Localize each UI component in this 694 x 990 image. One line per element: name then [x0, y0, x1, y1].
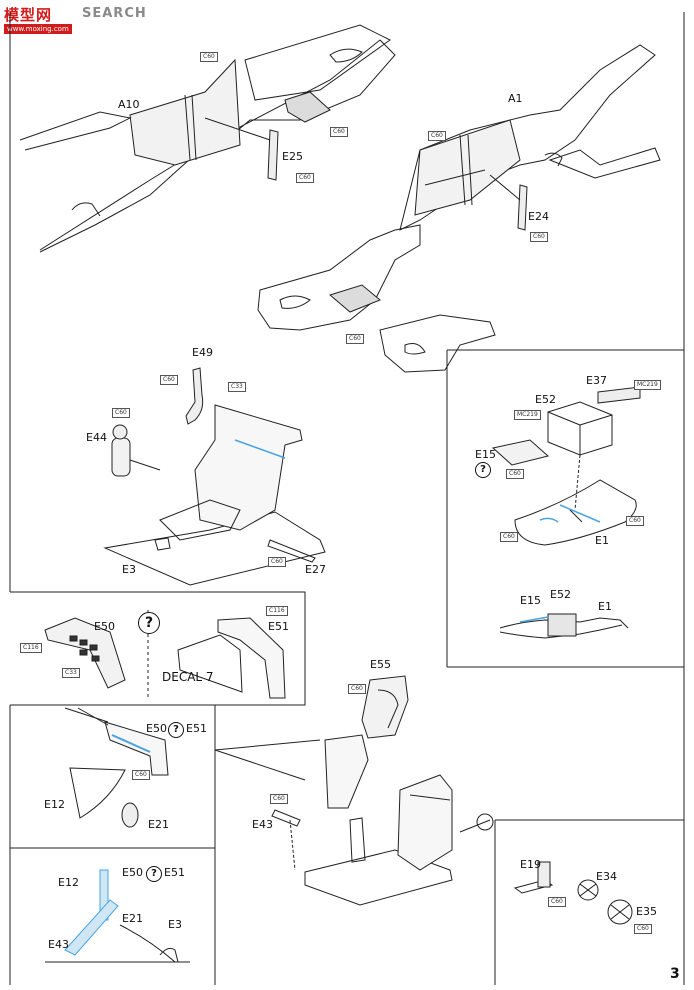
- color-tag: C60: [330, 127, 348, 137]
- label-e44: E44: [86, 431, 107, 444]
- label-e3: E3: [122, 563, 136, 576]
- color-tag: C60: [270, 794, 288, 804]
- page-frame: [9, 12, 685, 985]
- label-e52: E52: [535, 393, 556, 406]
- label-e1-side: E1: [598, 600, 612, 613]
- color-tag: MC219: [514, 410, 541, 420]
- label-e21: E21: [148, 818, 169, 831]
- watermark-logo: 模型网 SEARCH www.moxing.com: [4, 4, 164, 38]
- label-e12: E12: [44, 798, 65, 811]
- label-e51-b: E51: [186, 722, 207, 735]
- label-e50: E50: [94, 620, 115, 633]
- color-tag: C60: [506, 469, 524, 479]
- option-symbol-e50-e51-b: ?: [168, 722, 184, 738]
- option-symbol-e50-e51-c: ?: [146, 866, 162, 882]
- watermark-en: SEARCH: [82, 6, 147, 21]
- label-e55: E55: [370, 658, 391, 671]
- watermark-url: www.moxing.com: [4, 24, 72, 34]
- color-tag: C116: [20, 643, 42, 653]
- color-tag: C60: [634, 924, 652, 934]
- color-tag: C60: [296, 173, 314, 183]
- fuselage-right-a1: [257, 44, 661, 373]
- color-tag: C60: [530, 232, 548, 242]
- color-tag: C116: [266, 606, 288, 616]
- color-tag: C60: [160, 375, 178, 385]
- color-tag: C60: [346, 334, 364, 344]
- color-tag: MC219: [634, 380, 661, 390]
- label-a1: A1: [508, 92, 523, 105]
- group-e12-e21: [64, 707, 169, 828]
- label-e50-b: E50: [146, 722, 167, 735]
- seat-assembly-e55: [271, 675, 494, 906]
- color-tag: C60: [500, 532, 518, 542]
- color-tag: C60: [268, 557, 286, 567]
- inset-box-bottom-right: [494, 819, 684, 985]
- color-tag: C60: [428, 131, 446, 141]
- label-e12-c: E12: [58, 876, 79, 889]
- label-e52-side: E52: [550, 588, 571, 601]
- color-tag: C33: [62, 668, 80, 678]
- fuselage-left-a10: [19, 24, 396, 253]
- color-tag: C60: [112, 408, 130, 418]
- color-tag: C60: [200, 52, 218, 62]
- label-e43-c: E43: [48, 938, 69, 951]
- label-e25: E25: [282, 150, 303, 163]
- label-e1: E1: [595, 534, 609, 547]
- group-bottom-left: [45, 869, 190, 963]
- option-symbol-e50-e51: ?: [138, 612, 160, 634]
- label-e15: E15: [475, 448, 496, 461]
- label-e19: E19: [520, 858, 541, 871]
- color-tag: C33: [228, 382, 246, 392]
- label-e49: E49: [192, 346, 213, 359]
- label-a10: A10: [118, 98, 140, 111]
- label-e15-side: E15: [520, 594, 541, 607]
- label-e34: E34: [596, 870, 617, 883]
- label-e3-c: E3: [168, 918, 182, 931]
- seat-box-e52: [491, 386, 641, 546]
- inset-box-right: [446, 349, 684, 668]
- label-e43: E43: [252, 818, 273, 831]
- label-e27: E27: [305, 563, 326, 576]
- side-view-detail: [499, 613, 629, 639]
- color-tag: C60: [626, 516, 644, 526]
- watermark-cn: 模型网: [4, 6, 53, 24]
- label-e35: E35: [636, 905, 657, 918]
- label-e37: E37: [586, 374, 607, 387]
- label-decal-7: DECAL 7: [162, 670, 214, 684]
- cockpit-floor-e3: [103, 404, 326, 586]
- panel-e50: [44, 617, 126, 689]
- page-number: 3: [670, 966, 680, 982]
- option-symbol-e15: ?: [475, 462, 491, 478]
- color-tag: C60: [132, 770, 150, 780]
- panel-e51: [177, 617, 286, 699]
- color-tag: C60: [548, 897, 566, 907]
- label-e51: E51: [268, 620, 289, 633]
- color-tag: C60: [348, 684, 366, 694]
- label-e24: E24: [528, 210, 549, 223]
- label-e50-c: E50: [122, 866, 143, 879]
- parts-e49-e44: [111, 367, 204, 477]
- label-e21-c: E21: [122, 912, 143, 925]
- label-e51-c: E51: [164, 866, 185, 879]
